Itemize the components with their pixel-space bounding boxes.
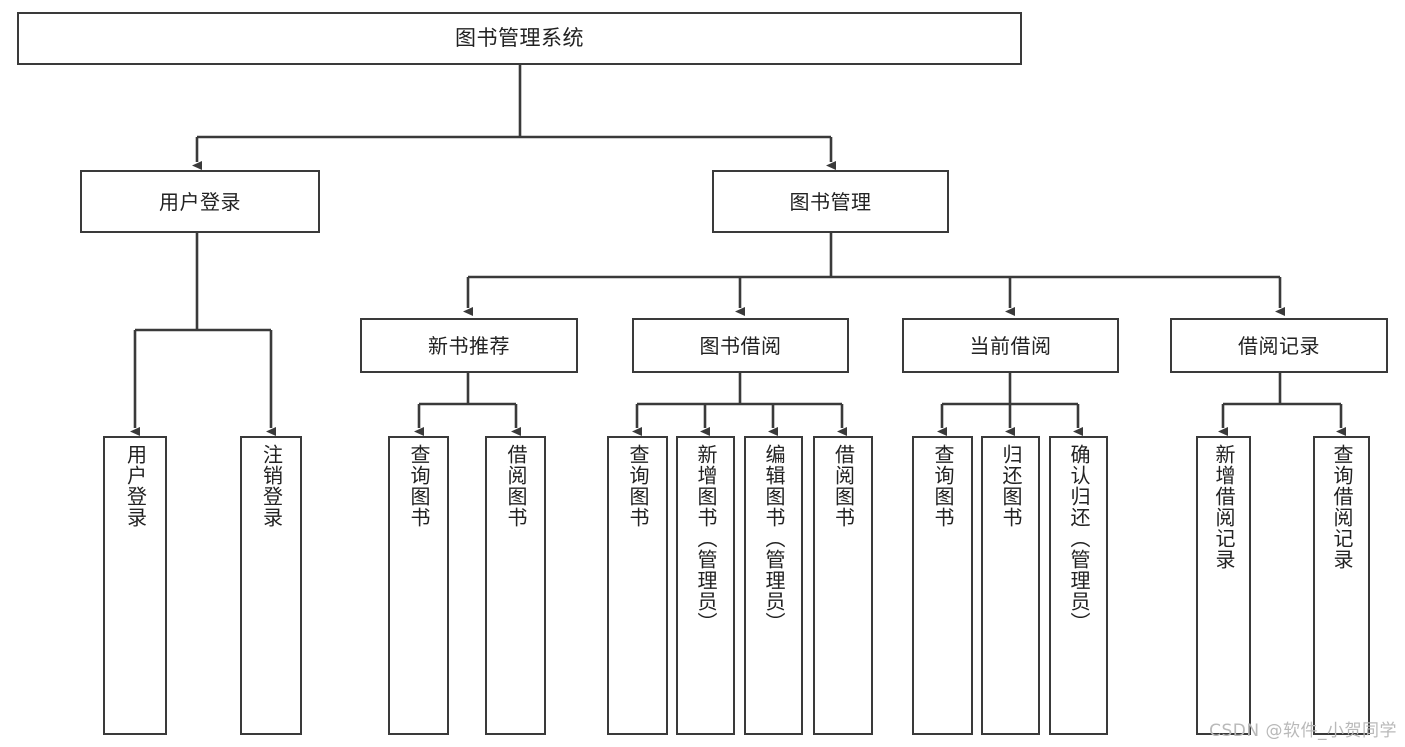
leaf-book-borrow-query-book-label: 查询图书 xyxy=(626,444,650,528)
node-root-book-management-system[interactable]: 图书管理系统 xyxy=(17,12,1022,65)
leaf-user-login-login[interactable]: 用户登录 xyxy=(103,436,167,735)
leaf-book-borrow-edit-book-label: 编辑图书（管理员） xyxy=(762,444,786,633)
leaf-current-borrow-query-book-label: 查询图书 xyxy=(931,444,955,528)
leaf-current-borrow-confirm-return[interactable]: 确认归还（管理员） xyxy=(1049,436,1108,735)
leaf-borrow-record-add-record-label: 新增借阅记录 xyxy=(1212,444,1236,570)
leaf-current-borrow-confirm-return-label: 确认归还（管理员） xyxy=(1067,444,1091,633)
leaf-new-book-borrow-book-label: 借阅图书 xyxy=(504,444,528,528)
leaf-borrow-record-query-record[interactable]: 查询借阅记录 xyxy=(1313,436,1370,735)
leaf-book-borrow-query-book[interactable]: 查询图书 xyxy=(607,436,668,735)
leaf-user-login-logout[interactable]: 注销登录 xyxy=(240,436,302,735)
leaf-borrow-record-query-record-label: 查询借阅记录 xyxy=(1330,444,1354,570)
node-borrow-record[interactable]: 借阅记录 xyxy=(1170,318,1388,373)
node-root-label: 图书管理系统 xyxy=(455,25,584,50)
node-book-borrow[interactable]: 图书借阅 xyxy=(632,318,849,373)
node-book-borrow-label: 图书借阅 xyxy=(699,333,782,358)
node-new-book-recommend[interactable]: 新书推荐 xyxy=(360,318,578,373)
node-current-borrow-label: 当前借阅 xyxy=(969,333,1052,358)
node-borrow-record-label: 借阅记录 xyxy=(1238,333,1320,358)
csdn-watermark: CSDN @软件_小贺同学 xyxy=(1209,721,1397,741)
leaf-new-book-borrow-book[interactable]: 借阅图书 xyxy=(485,436,546,735)
leaf-book-borrow-add-book-label: 新增图书（管理员） xyxy=(694,444,718,633)
leaf-new-book-query-book-label: 查询图书 xyxy=(407,444,431,528)
node-current-borrow[interactable]: 当前借阅 xyxy=(902,318,1119,373)
node-book-management[interactable]: 图书管理 xyxy=(712,170,949,233)
node-book-management-label: 图书管理 xyxy=(789,189,872,214)
leaf-book-borrow-edit-book[interactable]: 编辑图书（管理员） xyxy=(744,436,803,735)
node-user-login-label: 用户登录 xyxy=(159,189,241,214)
leaf-book-borrow-borrow-book[interactable]: 借阅图书 xyxy=(813,436,873,735)
leaf-new-book-query-book[interactable]: 查询图书 xyxy=(388,436,449,735)
node-user-login[interactable]: 用户登录 xyxy=(80,170,320,233)
leaf-borrow-record-add-record[interactable]: 新增借阅记录 xyxy=(1196,436,1251,735)
leaf-current-borrow-return-book[interactable]: 归还图书 xyxy=(981,436,1040,735)
leaf-user-login-logout-label: 注销登录 xyxy=(259,444,284,528)
leaf-book-borrow-add-book[interactable]: 新增图书（管理员） xyxy=(676,436,735,735)
leaf-current-borrow-return-book-label: 归还图书 xyxy=(999,444,1023,528)
node-new-book-recommend-label: 新书推荐 xyxy=(428,333,510,358)
leaf-book-borrow-borrow-book-label: 借阅图书 xyxy=(831,444,856,528)
leaf-user-login-login-label: 用户登录 xyxy=(123,444,148,528)
leaf-current-borrow-query-book[interactable]: 查询图书 xyxy=(912,436,973,735)
